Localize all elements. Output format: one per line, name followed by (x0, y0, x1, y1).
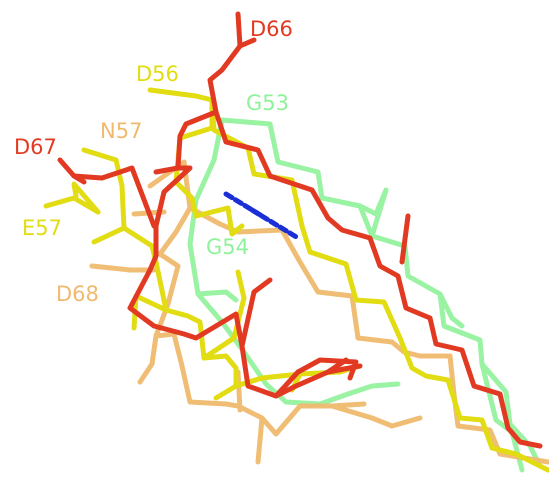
green-backbone (187, 117, 543, 473)
label-d68: D68 (56, 282, 99, 306)
red-backbone (57, 11, 543, 449)
label-n57: N57 (100, 119, 142, 143)
hydrogen-bonds (223, 191, 301, 241)
yellow-backbone (43, 87, 549, 473)
label-d67: D67 (14, 135, 57, 159)
label-e57: E57 (22, 216, 62, 240)
label-g54: G54 (206, 235, 249, 259)
label-d66: D66 (250, 17, 293, 41)
label-d56: D56 (136, 62, 179, 86)
label-g53: G53 (246, 91, 289, 115)
